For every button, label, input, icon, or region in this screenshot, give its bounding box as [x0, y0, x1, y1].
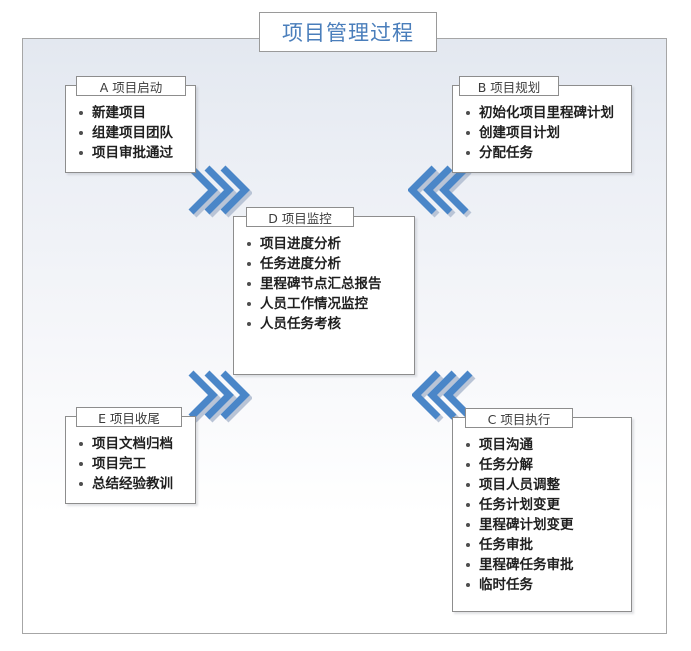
arrow-d-to-c-icon — [412, 368, 478, 430]
list-item: 里程碑任务审批 — [466, 555, 625, 575]
list-item: 创建项目计划 — [466, 123, 625, 143]
list-item: 人员工作情况监控 — [247, 294, 408, 314]
list-item: 项目沟通 — [466, 435, 625, 455]
page-title: 项目管理过程 — [282, 21, 414, 45]
list-item: 组建项目团队 — [79, 123, 189, 143]
arrow-a-to-d-icon — [186, 163, 252, 225]
list-item: 项目审批通过 — [79, 143, 189, 163]
list-item: 总结经验教训 — [79, 474, 189, 494]
list-item: 项目完工 — [79, 454, 189, 474]
list-item: 任务审批 — [466, 535, 625, 555]
list-item: 里程碑计划变更 — [466, 515, 625, 535]
phase-b-items: 初始化项目里程碑计划 创建项目计划 分配任务 — [453, 86, 631, 169]
list-item: 任务进度分析 — [247, 254, 408, 274]
arrow-b-to-d-icon — [408, 163, 474, 225]
phase-box-b[interactable]: B 项目规划 初始化项目里程碑计划 创建项目计划 分配任务 — [452, 76, 632, 173]
list-item: 项目人员调整 — [466, 475, 625, 495]
phase-d-items: 项目进度分析 任务进度分析 里程碑节点汇总报告 人员工作情况监控 人员任务考核 — [234, 217, 414, 340]
phase-e-title: E 项目收尾 — [76, 407, 182, 427]
phase-a-title: A 项目启动 — [76, 76, 186, 96]
arrow-e-to-d-icon — [186, 368, 252, 430]
phase-box-c[interactable]: C 项目执行 项目沟通 任务分解 项目人员调整 任务计划变更 里程碑计划变更 任… — [452, 408, 632, 612]
phase-c-items: 项目沟通 任务分解 项目人员调整 任务计划变更 里程碑计划变更 任务审批 里程碑… — [453, 418, 631, 601]
list-item: 里程碑节点汇总报告 — [247, 274, 408, 294]
phase-box-d[interactable]: D 项目监控 项目进度分析 任务进度分析 里程碑节点汇总报告 人员工作情况监控 … — [233, 207, 415, 375]
list-item: 任务计划变更 — [466, 495, 625, 515]
diagram-title-box: 项目管理过程 — [259, 12, 437, 52]
phase-b-title: B 项目规划 — [459, 76, 559, 96]
phase-box-a[interactable]: A 项目启动 新建项目 组建项目团队 项目审批通过 — [65, 76, 196, 173]
list-item: 新建项目 — [79, 103, 189, 123]
list-item: 任务分解 — [466, 455, 625, 475]
phase-c-title: C 项目执行 — [465, 408, 573, 428]
list-item: 临时任务 — [466, 575, 625, 595]
list-item: 项目文档归档 — [79, 434, 189, 454]
phase-box-e[interactable]: E 项目收尾 项目文档归档 项目完工 总结经验教训 — [65, 407, 196, 504]
list-item: 项目进度分析 — [247, 234, 408, 254]
phase-e-items: 项目文档归档 项目完工 总结经验教训 — [66, 417, 195, 500]
list-item: 初始化项目里程碑计划 — [466, 103, 625, 123]
phase-a-items: 新建项目 组建项目团队 项目审批通过 — [66, 86, 195, 169]
list-item: 分配任务 — [466, 143, 625, 163]
phase-d-title: D 项目监控 — [246, 207, 354, 227]
list-item: 人员任务考核 — [247, 314, 408, 334]
